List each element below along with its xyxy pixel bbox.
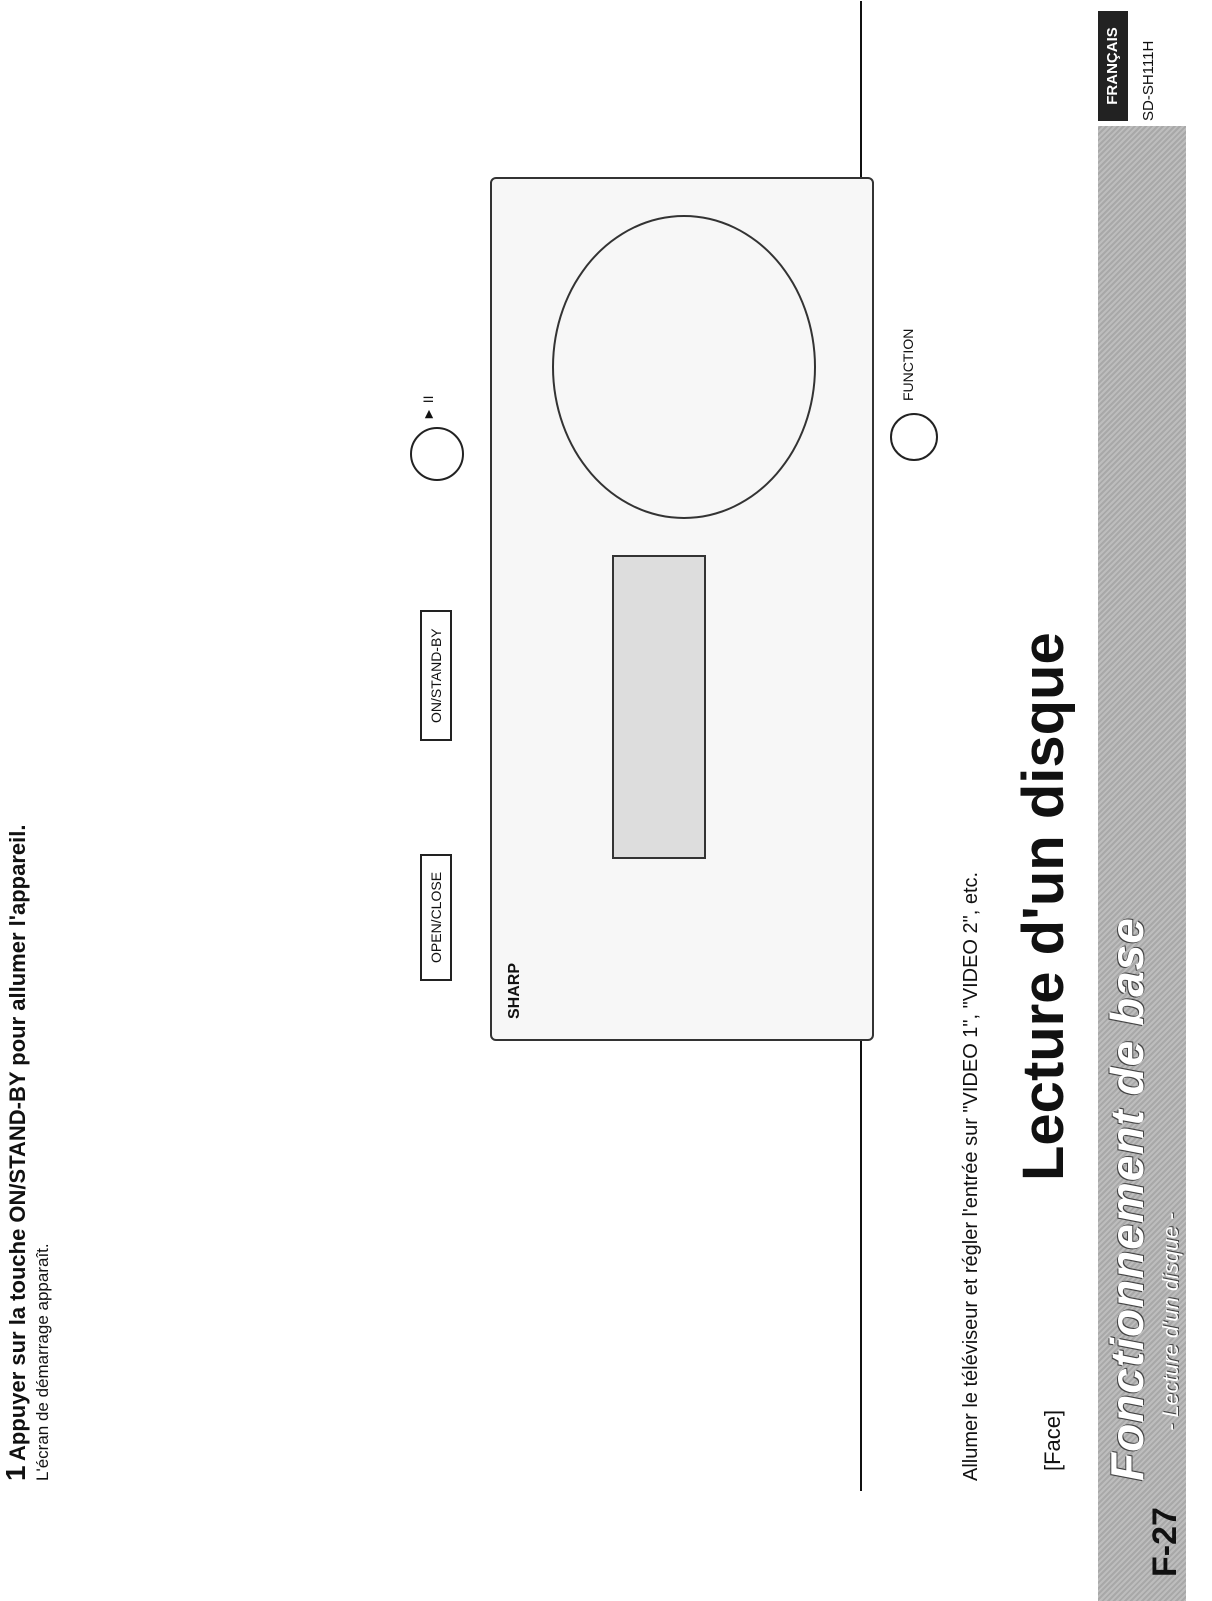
intro-text: Allumer le téléviseur et régler l'entrée… (960, 871, 982, 1481)
function-button (890, 413, 938, 461)
instructions-column: 1 Appuyer sur la touche ON/STAND-BY pour… (0, 1, 850, 1481)
section-subtitle: - Lecture d'un disque - (1158, 1212, 1183, 1431)
step-heading: Appuyer sur la touche ON/STAND-BY pour a… (5, 824, 30, 1461)
section-title: Fonctionnement de base (1101, 917, 1153, 1481)
model-number: SD-SH111H (1140, 40, 1157, 121)
function-label: FUNCTION (900, 328, 916, 401)
page-title: Lecture d'un disque (1011, 632, 1076, 1181)
face-section-label: [Face] (1040, 1409, 1065, 1471)
step-1: 1 Appuyer sur la touche ON/STAND-BY pour… (0, 521, 54, 1481)
step-text: L'écran de démarrage apparaît. (33, 1243, 52, 1481)
step-number: 1 (0, 1465, 31, 1481)
page-number: F-27 (1146, 1507, 1184, 1577)
language-tag: FRANÇAIS (1098, 11, 1128, 121)
